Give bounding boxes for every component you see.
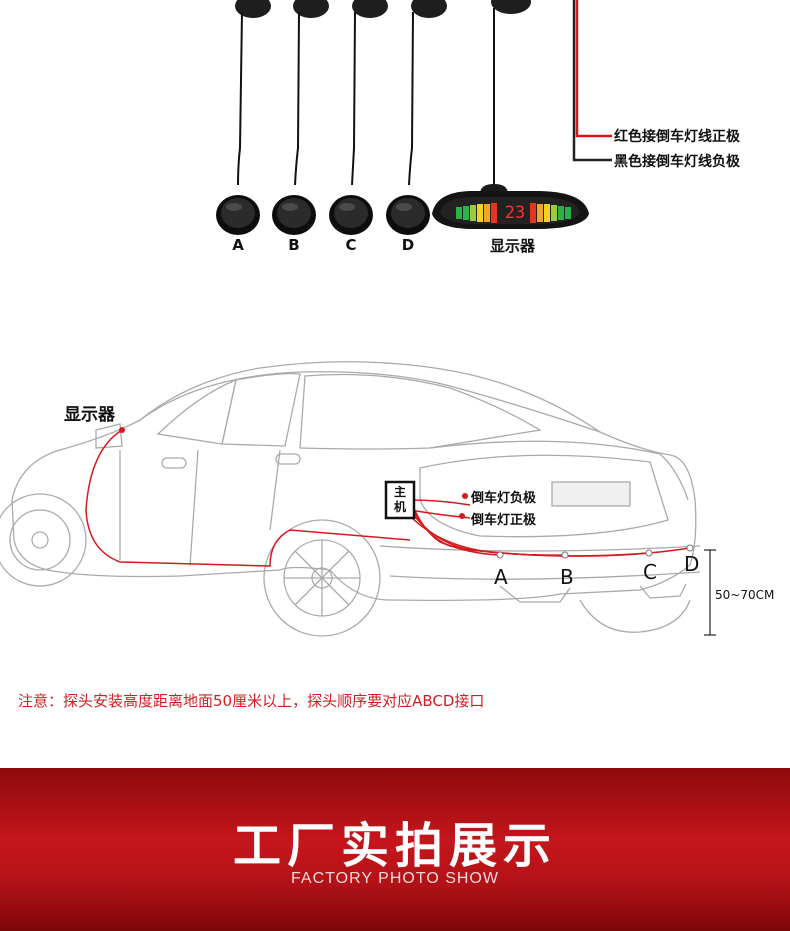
- red-wiring: [85, 429, 691, 567]
- banner-title: 工厂实拍展示: [232, 818, 557, 874]
- cable-b: [294, 11, 300, 186]
- factory-banner: [0, 768, 790, 931]
- host-box: [384, 480, 416, 520]
- wire-black: [572, 0, 612, 162]
- car-sensor-letter-a: A: [494, 565, 508, 589]
- black-wire-note: 黑色接倒车灯线负极: [614, 154, 740, 170]
- cable-c: [351, 11, 356, 186]
- installation-note: 注意：探头安装高度距离地面50厘米以上，探头顺序要对应ABCD接口: [18, 692, 485, 710]
- car-sensor-dots: [496, 544, 694, 559]
- sensor-label-c: C: [345, 236, 357, 254]
- sensor-heads: [216, 195, 430, 235]
- cable-d: [408, 11, 414, 186]
- host-label: 主 机: [393, 485, 406, 514]
- reverse-positive-label: 倒车灯正极: [471, 513, 537, 528]
- car-sensor-letter-b: B: [560, 565, 574, 589]
- car-display-label: 显示器: [64, 405, 115, 425]
- car-outline: [0, 361, 701, 637]
- reverse-negative-label: 倒车灯负极: [471, 491, 537, 506]
- car-sensor-letter-d: D: [684, 552, 700, 576]
- display-unit: [432, 184, 589, 229]
- display-reading: 23: [504, 203, 526, 223]
- cable-a: [237, 11, 243, 186]
- sensor-cable-coils: [235, 0, 531, 18]
- display-label: 显示器: [490, 237, 536, 255]
- red-wire-note: 红色接倒车灯线正极: [614, 129, 740, 145]
- banner-subtitle: FACTORY PHOTO SHOW: [291, 870, 499, 887]
- height-indicator: [704, 549, 716, 636]
- sensor-label-d: D: [401, 236, 415, 254]
- sensor-label-a: A: [232, 236, 244, 254]
- height-range-label: 50~70CM: [715, 588, 775, 602]
- kit-illustration: [216, 0, 612, 235]
- sensor-label-b: B: [288, 236, 300, 254]
- car-sensor-letter-c: C: [643, 560, 657, 584]
- wire-red: [575, 0, 612, 138]
- car-diagram: [0, 361, 716, 637]
